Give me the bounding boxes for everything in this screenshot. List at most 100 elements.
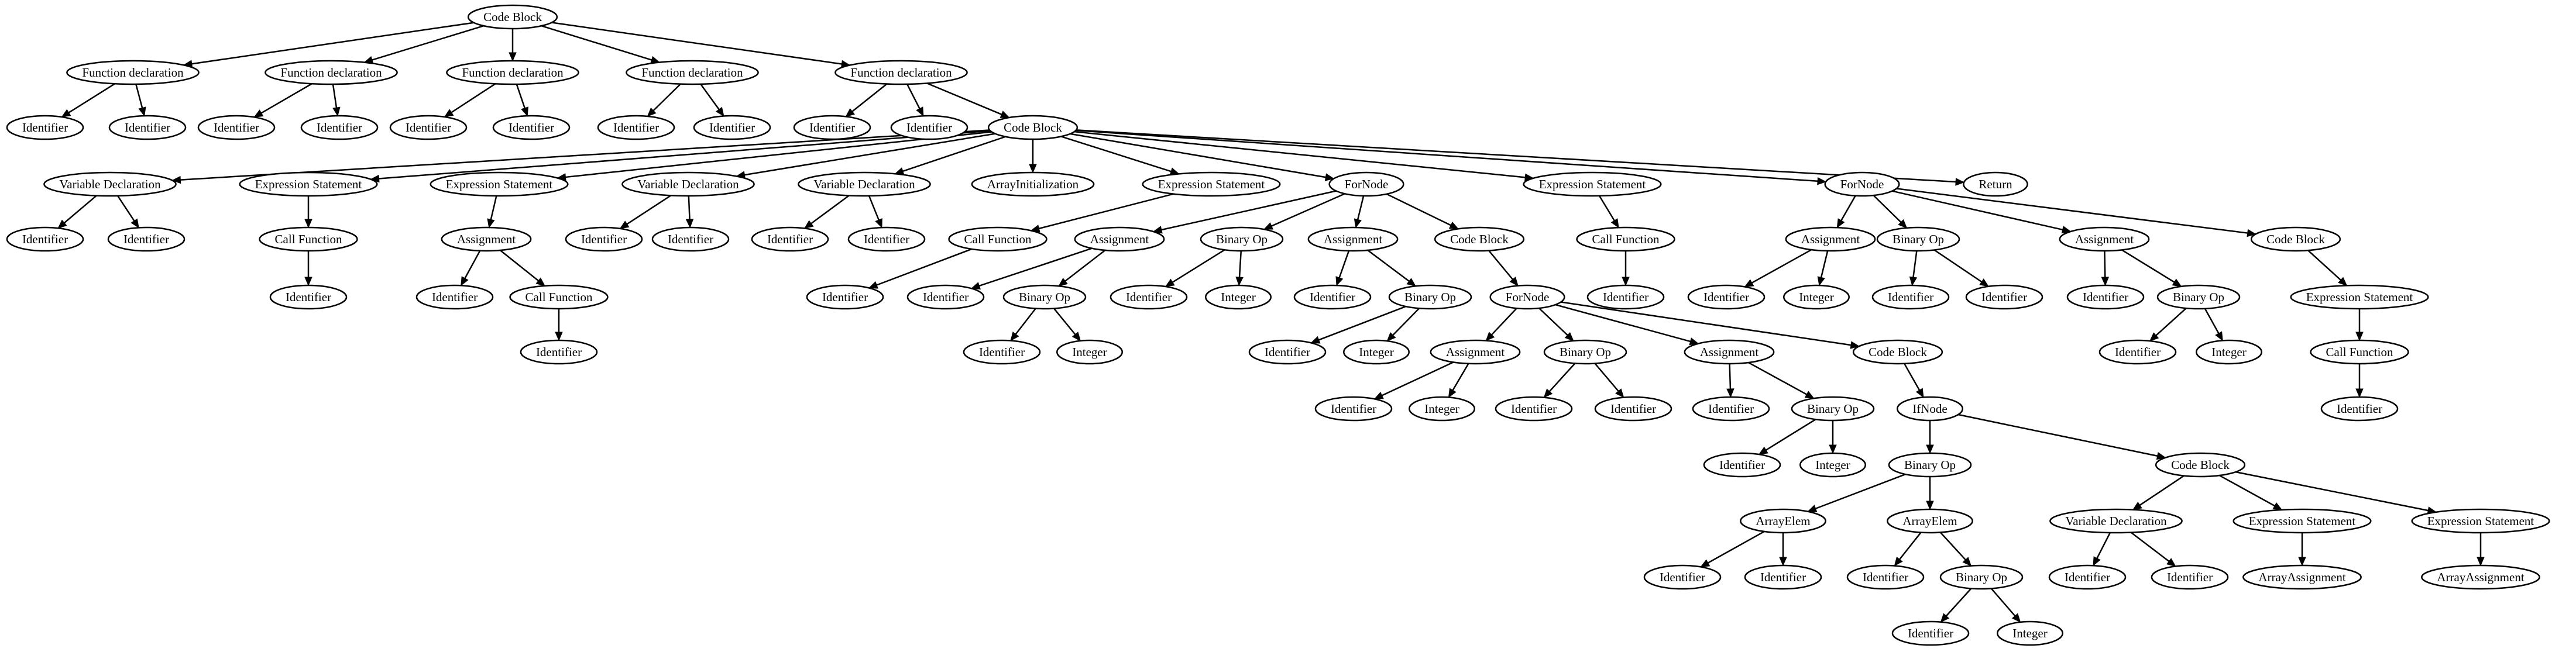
- node-ellipse: [1887, 508, 1973, 534]
- node-identifier: Identifier: [2048, 564, 2127, 590]
- node-assignment: Assignment: [1785, 226, 1876, 252]
- node-ellipse: [1684, 339, 1775, 365]
- edge: [1926, 420, 1934, 454]
- edge: [1939, 532, 1972, 567]
- node-ellipse: [2059, 226, 2150, 252]
- edge-line: [490, 195, 497, 220]
- node-identifier: Identifier: [693, 115, 771, 140]
- edge-line: [810, 195, 850, 225]
- edge: [1779, 533, 1787, 567]
- node-ellipse: [1002, 284, 1087, 310]
- node-identifier: Identifier: [1687, 284, 1766, 310]
- node-ellipse: [389, 115, 468, 140]
- node-identifier: Identifier: [890, 115, 968, 140]
- node-label: Function declaration: [82, 65, 184, 80]
- node-label: Variable Declaration: [59, 177, 161, 191]
- node-binary-op: Binary Op: [1543, 339, 1627, 365]
- edge: [1555, 303, 1699, 346]
- node-return: Return: [1963, 171, 2028, 197]
- node-ellipse: [971, 171, 1095, 197]
- node-ellipse: [1307, 226, 1399, 252]
- arrowhead-icon: [1700, 559, 1711, 568]
- edge: [1373, 361, 1454, 399]
- edge: [2130, 532, 2176, 567]
- edge: [1010, 308, 1036, 341]
- edge: [304, 251, 312, 287]
- edge: [1904, 363, 1924, 398]
- node-ellipse: [1594, 396, 1672, 422]
- edge-line: [1945, 588, 1972, 617]
- edge-line: [2130, 532, 2170, 562]
- arrowhead-icon: [1807, 505, 1818, 512]
- node-ellipse: [1888, 452, 1972, 478]
- edge-line: [1598, 195, 1615, 221]
- edge: [1485, 308, 1517, 341]
- arrowhead-icon: [138, 106, 146, 117]
- arrowhead-icon: [304, 219, 312, 229]
- edge: [2204, 308, 2223, 341]
- node-label: Expression Statement: [2249, 514, 2356, 528]
- node-label: Call Function: [1592, 232, 1660, 246]
- node-identifier: Identifier: [1110, 284, 1188, 310]
- node-ellipse: [265, 60, 398, 85]
- edge: [1386, 193, 1459, 229]
- edge: [2307, 250, 2348, 287]
- node-label: Identifier: [2167, 570, 2213, 584]
- node-ellipse: [1791, 396, 1875, 422]
- node-expression-statement: Expression Statement: [1142, 171, 1281, 197]
- node-ellipse: [693, 115, 771, 140]
- node-integer: Integer: [2196, 339, 2262, 365]
- node-label: Binary Op: [1216, 232, 1268, 246]
- node-identifier: Identifier: [565, 226, 643, 252]
- node-label: Binary Op: [1904, 458, 1956, 472]
- arrowhead-icon: [253, 109, 264, 118]
- node-identifier: Identifier: [793, 115, 871, 140]
- edge: [1594, 363, 1624, 398]
- node-identifier: Identifier: [1495, 396, 1573, 422]
- node-call-function: Call Function: [509, 284, 609, 310]
- edge: [61, 83, 115, 118]
- arrowhead-icon: [304, 277, 312, 287]
- node-ellipse: [2411, 508, 2550, 534]
- node-binary-op: Binary Op: [1876, 226, 1960, 252]
- edge-line: [516, 84, 525, 109]
- node-ellipse: [2310, 339, 2409, 365]
- arrowhead-icon: [1979, 278, 1990, 287]
- edge: [868, 195, 882, 229]
- node-ellipse: [1142, 171, 1281, 197]
- arrowhead-icon: [2101, 277, 2110, 287]
- arrowhead-icon: [1909, 276, 1918, 287]
- node-ellipse: [66, 60, 200, 85]
- arrowhead-icon: [2149, 332, 2159, 341]
- node-identifier: Identifier: [651, 226, 730, 252]
- edge-layer: [57, 22, 2485, 623]
- node-ellipse: [2290, 284, 2429, 310]
- node-ellipse: [1799, 452, 1866, 478]
- node-identifier: Identifier: [1891, 620, 1970, 646]
- node-label: Identifier: [22, 232, 68, 246]
- arrowhead-icon: [2093, 556, 2101, 567]
- edge-line: [1070, 133, 1326, 178]
- node-identifier: Identifier: [520, 339, 598, 365]
- edge-line: [744, 133, 995, 176]
- arrowhead-icon: [1829, 444, 1837, 454]
- node-ellipse: [2421, 564, 2540, 590]
- node-identifier: Identifier: [197, 115, 276, 140]
- edge: [541, 25, 661, 64]
- node-label: Identifier: [1708, 402, 1754, 416]
- edge: [868, 248, 972, 289]
- node-ellipse: [1687, 284, 1766, 310]
- node-label: Identifier: [406, 120, 451, 134]
- edge-line: [1318, 305, 1406, 341]
- edge-line: [978, 247, 1093, 287]
- edge-line: [1912, 250, 1918, 278]
- node-assignment: Assignment: [1307, 226, 1399, 252]
- arrowhead-icon: [715, 106, 724, 117]
- node-ellipse: [1783, 284, 1850, 310]
- node-label: Identifier: [509, 120, 554, 134]
- node-binary-op: Binary Op: [1888, 452, 1972, 478]
- arrowhead-icon: [535, 277, 545, 287]
- edge: [2355, 309, 2364, 341]
- node-label: Call Function: [275, 232, 342, 246]
- arrowhead-icon: [1758, 446, 1768, 455]
